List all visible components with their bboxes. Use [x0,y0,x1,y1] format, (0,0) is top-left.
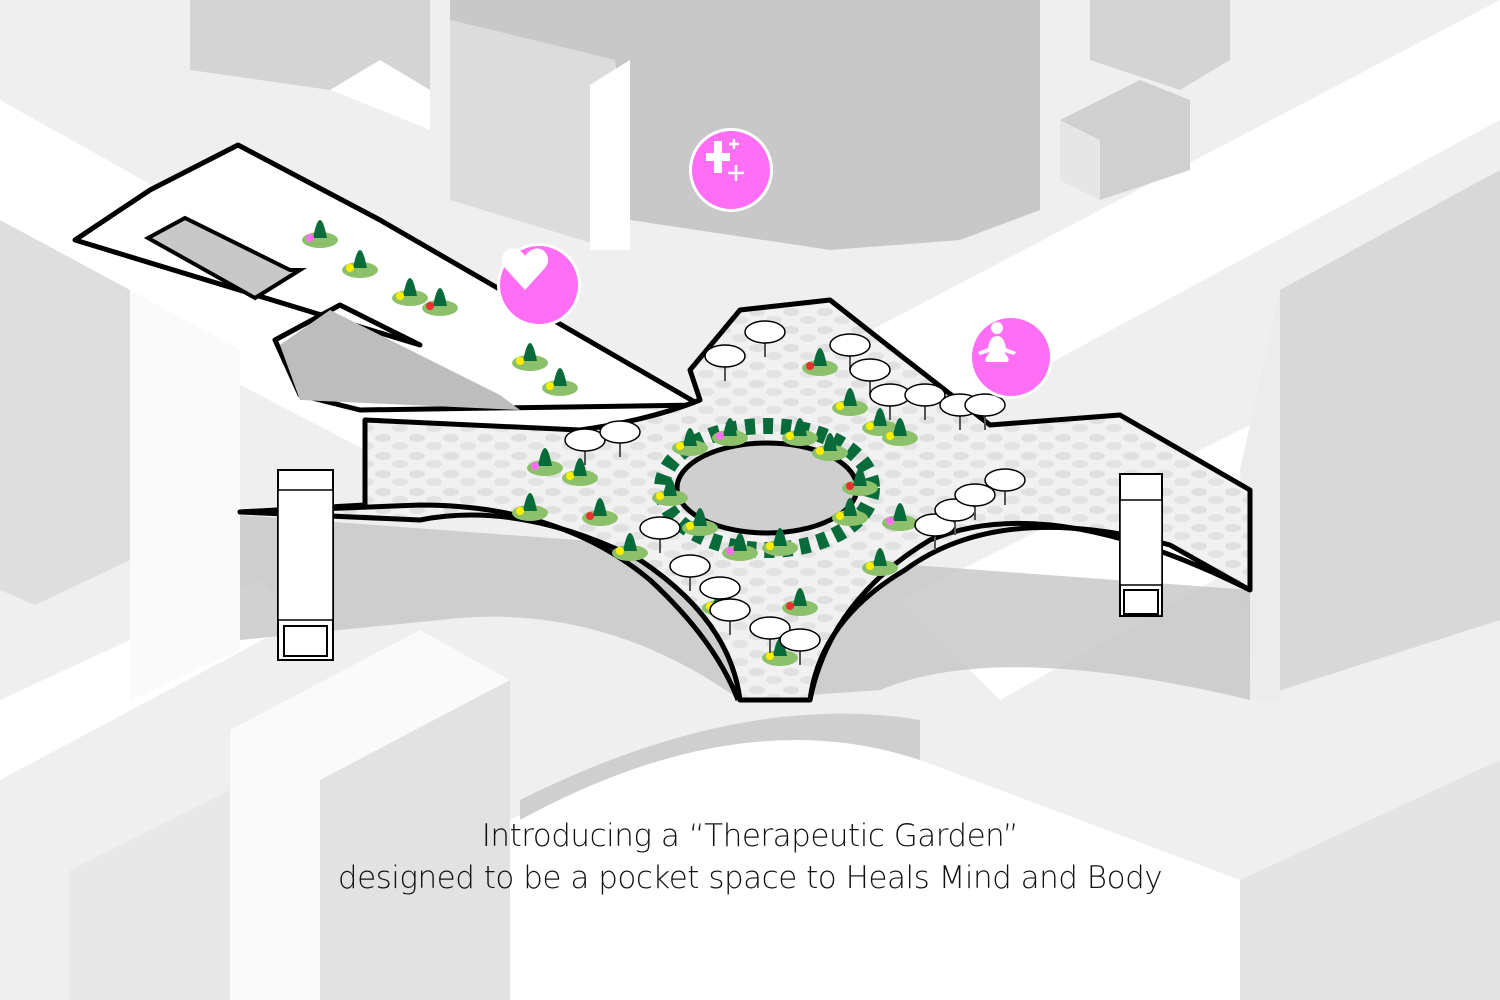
elevator-tower-right [1119,473,1163,617]
flower [806,362,814,370]
umbrella-canopy [984,468,1026,492]
umbrella-canopy [749,616,791,640]
flower [716,432,724,440]
umbrella-canopy [669,554,711,578]
upper-walkway [72,142,703,413]
tree [873,408,887,426]
tree [853,468,867,486]
flower [656,492,664,500]
umbrella-canopy [699,576,741,600]
tree [773,528,787,546]
buildings-left [0,220,240,700]
walkway-void [280,310,520,410]
medical-cross-icon [689,128,773,212]
umbrella-canopy [964,393,1006,417]
tree [623,533,637,551]
flower [786,602,794,610]
flower [426,302,434,310]
tree [823,433,837,451]
tree [313,220,327,238]
tree [813,348,827,366]
tree [893,418,907,436]
umbrella-canopy [829,333,871,357]
flower [616,547,624,555]
flower [686,522,694,530]
umbrella-canopy [709,598,751,622]
umbrella-canopy [744,320,786,344]
meditation-icon [969,315,1053,399]
tree [733,533,747,551]
tree [683,428,697,446]
umbrella-canopy [849,358,891,382]
umbrella-canopy [639,516,681,540]
flower [516,357,524,365]
elevator-tower-left [277,469,334,661]
tree [573,458,587,476]
flower [886,517,894,525]
flower [886,432,894,440]
umbrella-canopy [704,344,746,368]
tree [843,388,857,406]
flower [846,482,854,490]
tree [433,288,447,306]
flower [786,432,794,440]
umbrella-canopy [869,383,911,407]
tree [523,343,537,361]
caption-line-1: Introducing a “Therapeutic Garden” [481,818,1019,854]
buildings-top [190,0,1230,250]
stair-void [143,215,307,301]
garden-planting [302,220,918,666]
flower [726,547,734,555]
tree [793,418,807,436]
flower [836,512,844,520]
tree [663,478,677,496]
flower [531,462,539,470]
flower [766,542,774,550]
canopy-umbrellas [564,320,1026,665]
tree [593,498,607,516]
tree [538,448,552,466]
flower [306,234,314,242]
tree [403,278,417,296]
tree [553,368,567,386]
flower [766,652,774,660]
tree [693,508,707,526]
flower [396,292,404,300]
tree [793,588,807,606]
umbrella-canopy [904,383,946,407]
buildings-bottom [70,630,1500,1000]
tree [523,493,537,511]
umbrella-canopy [564,428,606,452]
flower [566,472,574,480]
umbrella-canopy [779,628,821,652]
tree [353,250,367,268]
tree [843,498,857,516]
umbrella-canopy [599,420,641,444]
flower [586,512,594,520]
flower [836,402,844,410]
flower [346,264,354,272]
flower [866,422,874,430]
flower [516,507,524,515]
flower [866,562,874,570]
heart-icon [497,243,581,327]
tree [723,418,737,436]
flower [816,447,824,455]
caption-line-2: designed to be a pocket space to Heals M… [337,860,1163,896]
flower [676,442,684,450]
flower [546,382,554,390]
bridge-edge [239,502,741,701]
umbrella-canopy [954,483,996,507]
tree [873,548,887,566]
tree [893,503,907,521]
